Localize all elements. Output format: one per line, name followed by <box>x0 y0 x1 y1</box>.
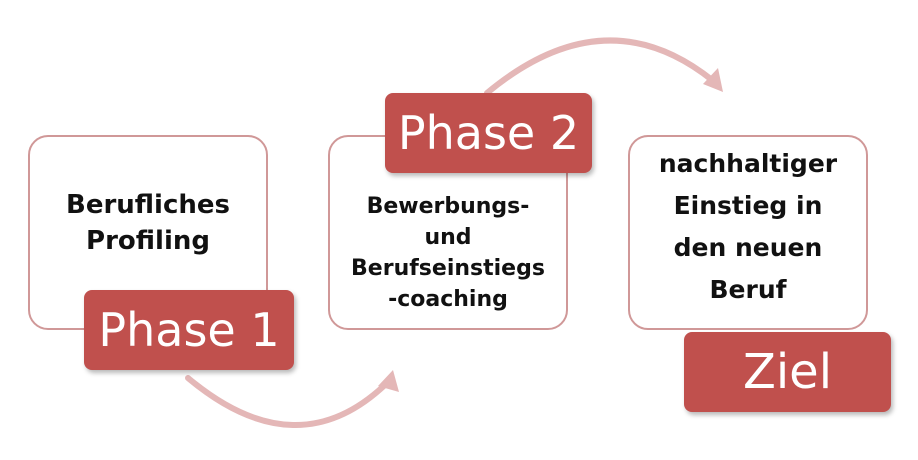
stage-label-ziel: Ziel <box>684 332 891 412</box>
arrowhead-icon <box>378 370 399 392</box>
stage-label-phase-2: Phase 2 <box>385 93 592 173</box>
stage-description: Bewerbungs- und Berufseinstiegs -coachin… <box>351 193 545 312</box>
stage-card-ziel: nachhaltiger Einstieg in den neuen Beruf <box>628 135 868 330</box>
arrowhead-icon <box>703 68 723 92</box>
stage-description: nachhaltiger Einstieg in den neuen Beruf <box>658 148 838 304</box>
curved-arrow-icon <box>185 375 391 428</box>
curved-arrow-icon <box>484 37 715 96</box>
stage-description: Berufliches Profiling <box>66 189 230 256</box>
stage-label-phase-1: Phase 1 <box>84 290 294 370</box>
